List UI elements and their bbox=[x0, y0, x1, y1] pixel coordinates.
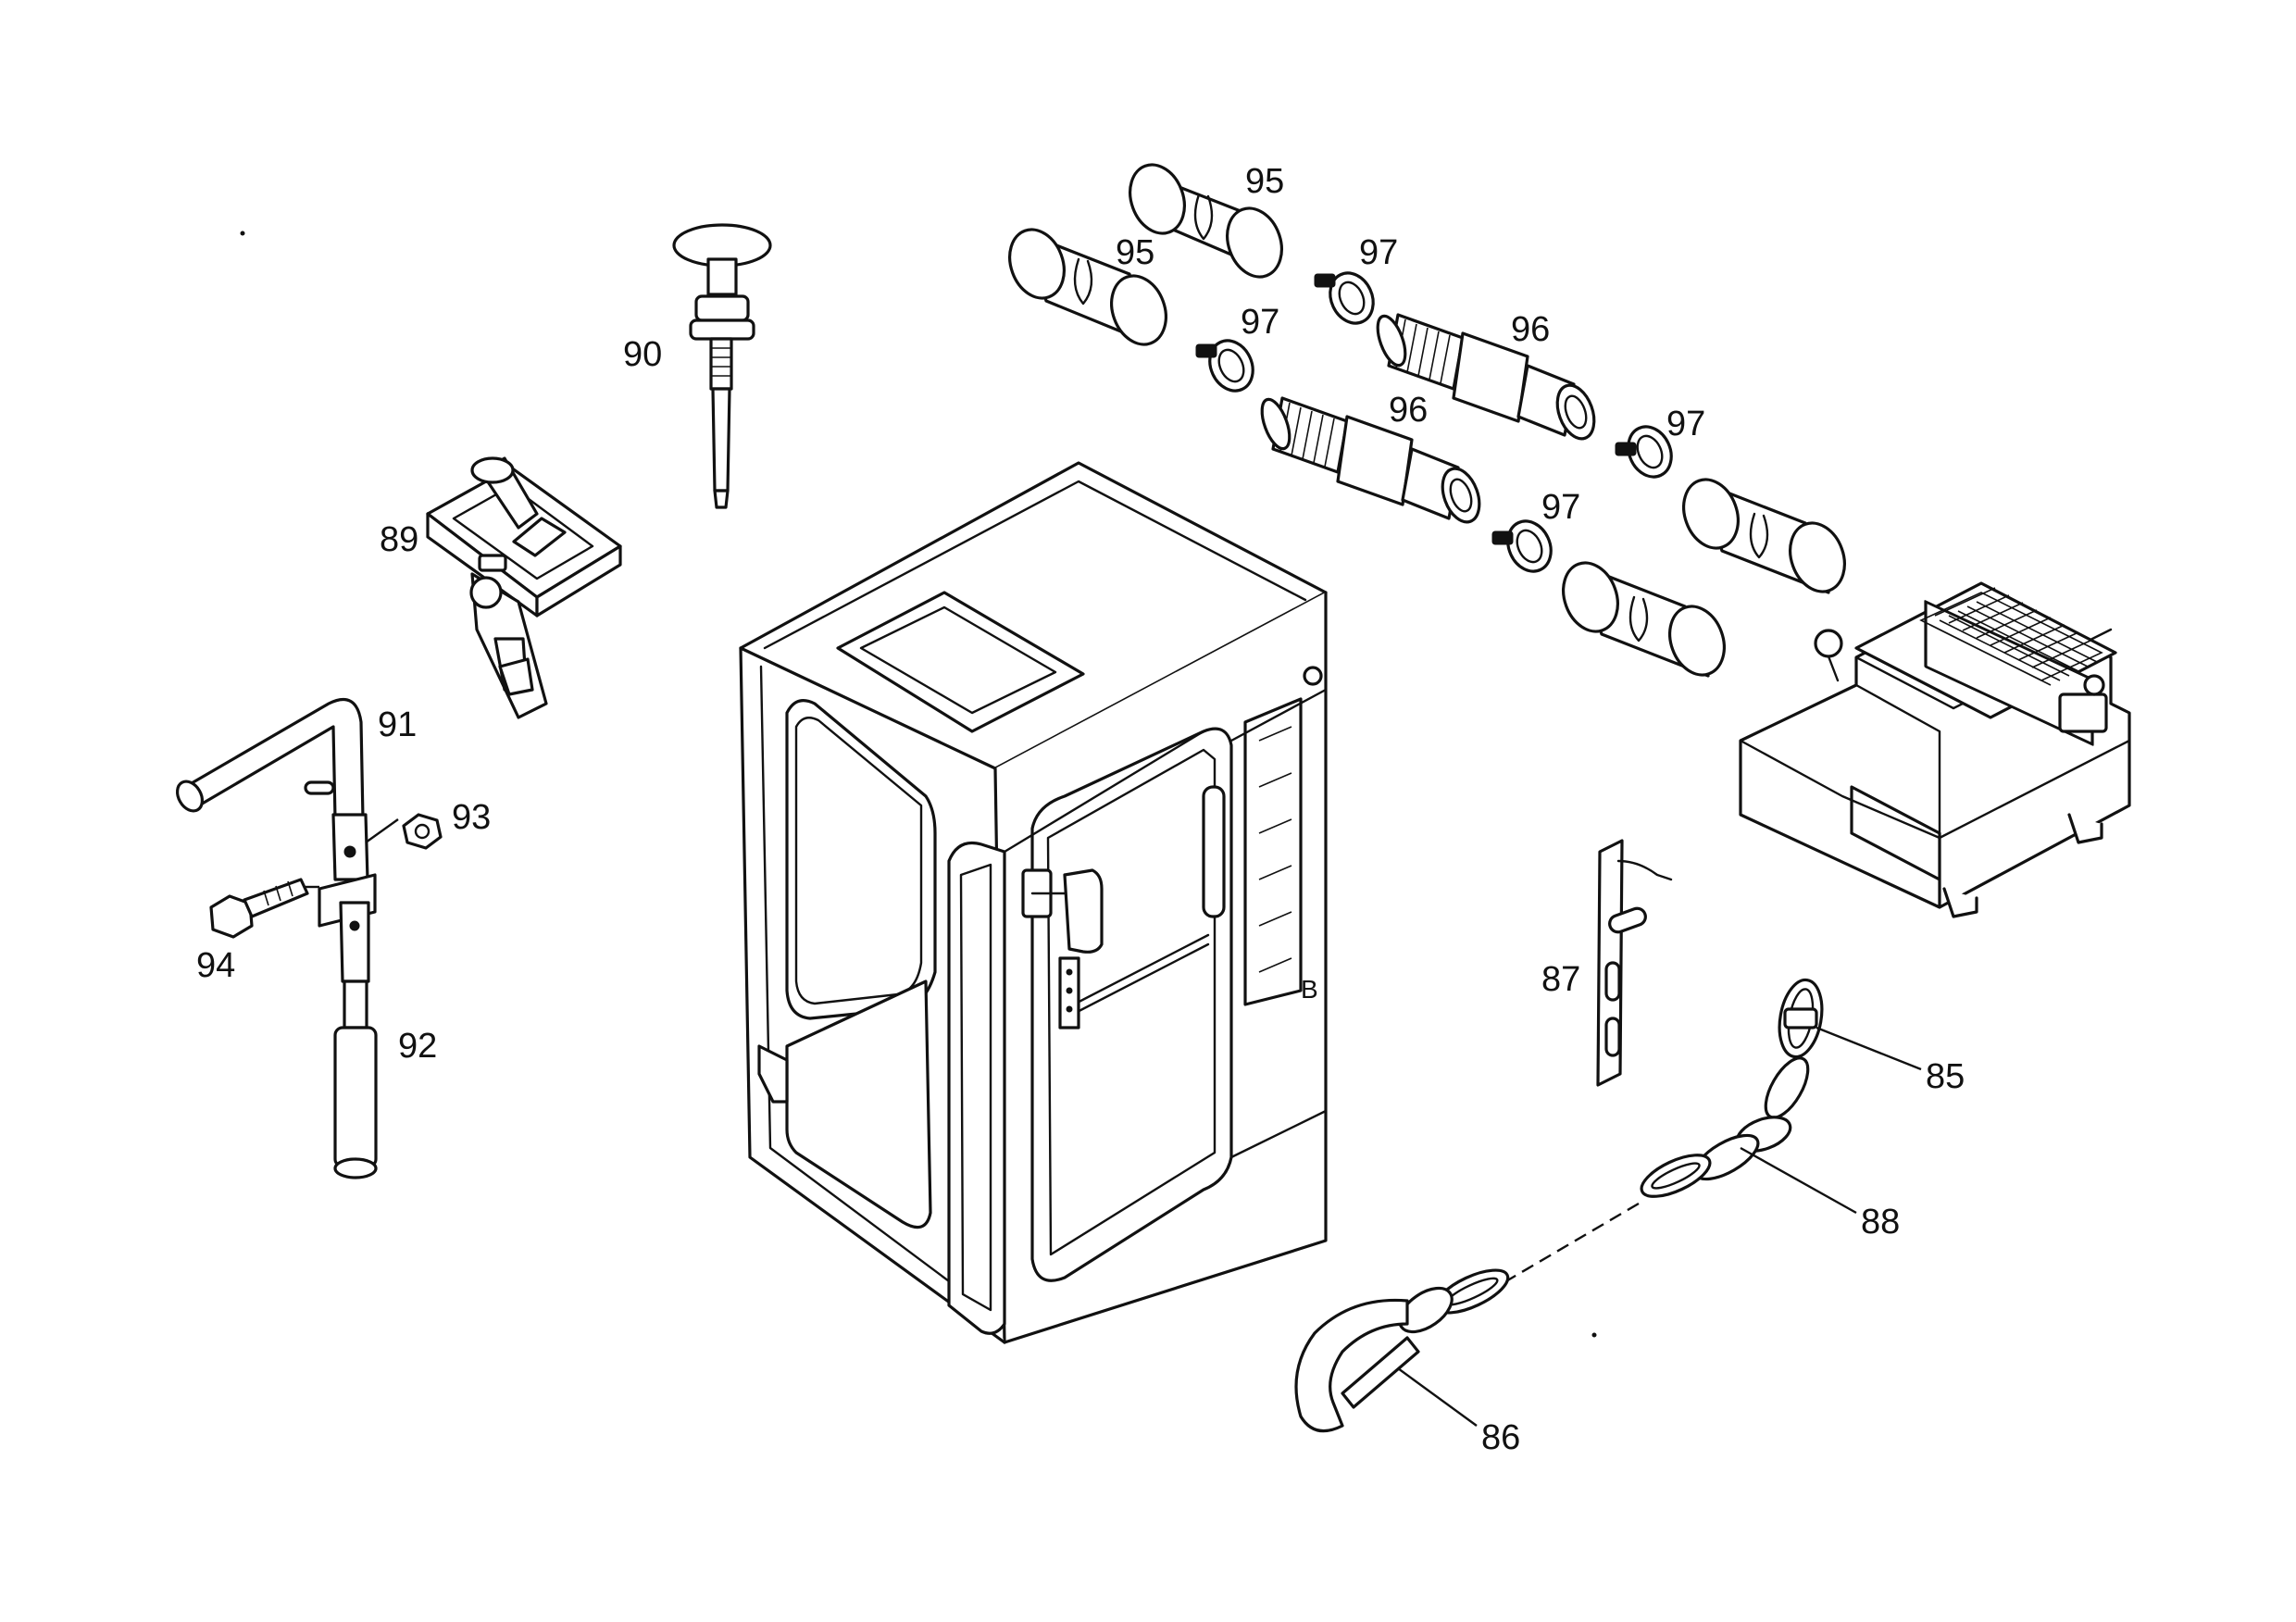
chain bbox=[1640, 1056, 1810, 1198]
callout-97-b: 97 bbox=[1241, 303, 1279, 342]
mounting-bracket bbox=[1596, 839, 1673, 1087]
chain-hook bbox=[1294, 1268, 1510, 1433]
hose-clamp-1 bbox=[1314, 271, 1375, 325]
shackle bbox=[1778, 978, 1824, 1059]
t-handle-pin bbox=[672, 223, 772, 509]
callout-88: 88 bbox=[1861, 1203, 1900, 1241]
callout-97-d: 97 bbox=[1541, 488, 1580, 527]
speck bbox=[240, 231, 245, 236]
callout-labels: 85 86 87 88 89 90 91 92 93 94 95 95 96 9… bbox=[196, 162, 1965, 1457]
hose-connector-upper bbox=[1376, 313, 1596, 441]
crank-handle-lower bbox=[318, 873, 378, 1179]
hose-clamp-2 bbox=[1195, 339, 1254, 393]
crank-handle-upper bbox=[175, 698, 369, 881]
callout-87: 87 bbox=[1541, 960, 1580, 999]
speck bbox=[1591, 1332, 1597, 1338]
callout-89: 89 bbox=[380, 520, 418, 559]
heater-grille bbox=[1919, 587, 2103, 686]
heater-unit bbox=[1739, 581, 2131, 918]
callout-86: 86 bbox=[1481, 1418, 1520, 1457]
hose-sleeve-right-lower bbox=[1562, 561, 1726, 678]
callout-97-c: 97 bbox=[1666, 405, 1705, 443]
hose-sleeve-upper bbox=[1129, 163, 1283, 279]
callout-90: 90 bbox=[623, 335, 662, 374]
callout-97-a: 97 bbox=[1359, 233, 1398, 272]
brake-lever-assembly bbox=[426, 456, 622, 719]
hose-clamp-3 bbox=[1615, 425, 1673, 479]
callout-96-upper: 96 bbox=[1511, 310, 1550, 349]
hose-clamp-4 bbox=[1491, 519, 1553, 573]
callout-94: 94 bbox=[196, 946, 235, 985]
hose-connector-lower bbox=[1260, 396, 1481, 524]
leader-lines bbox=[306, 818, 1922, 1427]
callout-92: 92 bbox=[398, 1027, 437, 1066]
callout-95-upper: 95 bbox=[1245, 162, 1284, 201]
callout-91: 91 bbox=[378, 705, 417, 744]
cab-mark: B bbox=[1301, 975, 1318, 1004]
hex-nut bbox=[402, 813, 443, 850]
callout-85: 85 bbox=[1926, 1057, 1965, 1096]
callout-95-lower: 95 bbox=[1116, 233, 1154, 272]
callout-93: 93 bbox=[452, 798, 491, 837]
hose-sleeve-right-upper bbox=[1682, 478, 1846, 594]
callout-96-lower: 96 bbox=[1389, 391, 1428, 430]
operator-cab: B bbox=[739, 461, 1328, 1344]
hose-sleeve-lower bbox=[1008, 228, 1167, 346]
hex-bolt bbox=[209, 878, 309, 939]
chain-dashed-continuation bbox=[1504, 1202, 1640, 1284]
